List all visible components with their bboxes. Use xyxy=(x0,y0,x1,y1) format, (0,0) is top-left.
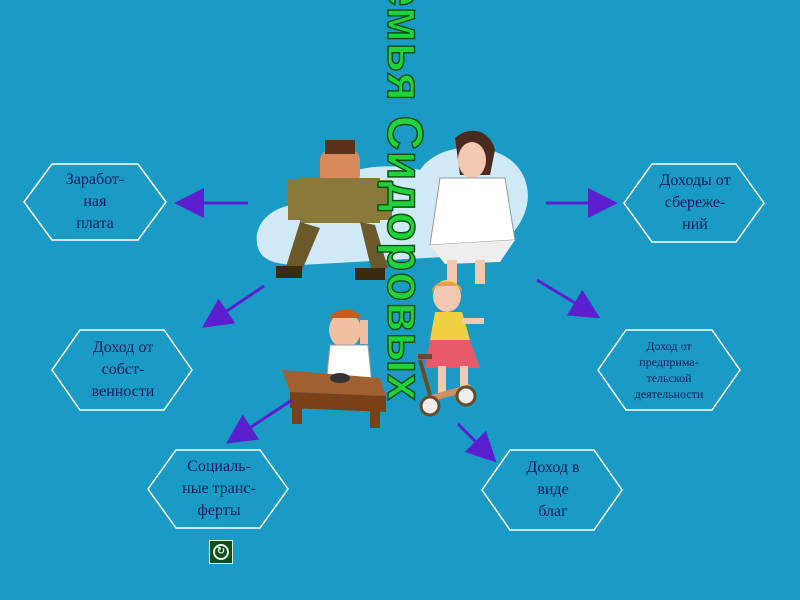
return-icon: ↻ xyxy=(213,544,229,560)
mother-figure xyxy=(429,130,516,286)
node-transfers: Социаль- ные транс- ферты xyxy=(182,458,256,519)
node-savings: Доходы от сбереже- ний xyxy=(659,172,731,233)
hex-in-kind xyxy=(481,449,623,531)
node-property: Доход от собст- венности xyxy=(91,339,155,400)
node-in-kind: Доход в виде благ xyxy=(526,459,580,520)
hex-property xyxy=(51,329,193,411)
node-entrepreneurship: Доход от предприма- тельской деятельност… xyxy=(634,339,704,401)
arrow-to-in-kind xyxy=(456,422,497,463)
father-figure xyxy=(276,140,392,280)
hex-wages xyxy=(23,163,167,241)
arrow-to-property xyxy=(202,284,265,328)
return-button[interactable]: ↻ xyxy=(209,540,233,564)
arrow-to-entrepreneurship xyxy=(536,278,601,319)
boy-at-desk-figure xyxy=(282,309,386,428)
node-wages: Заработ- ная плата xyxy=(65,171,125,232)
hex-transfers xyxy=(147,449,289,529)
page-title: Семья Сидоровых xyxy=(376,0,433,402)
girl-on-scooter-figure xyxy=(418,280,484,417)
hex-entrepreneurship xyxy=(597,329,741,411)
hex-savings xyxy=(623,163,765,243)
arrow-to-transfers xyxy=(225,398,293,444)
